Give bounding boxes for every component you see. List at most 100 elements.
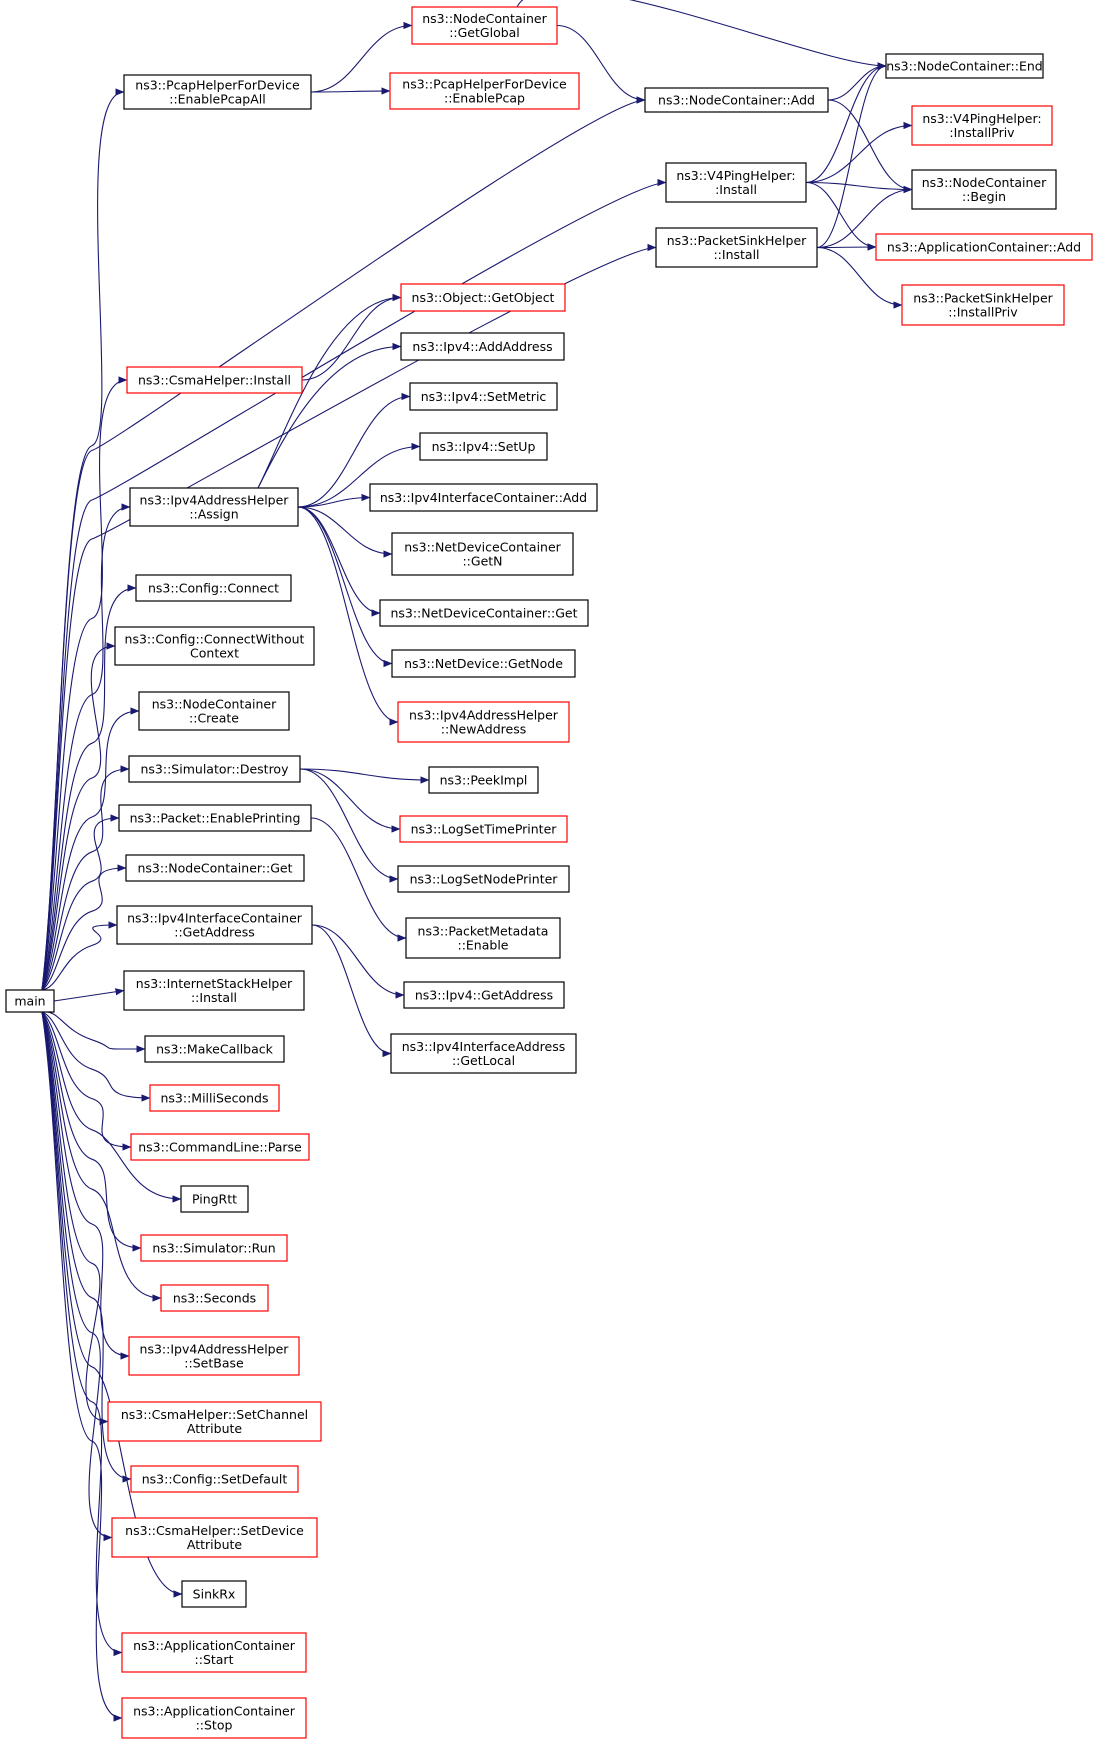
edge-main-to-v4pinginstall [41, 178, 667, 991]
node-box [160, 1284, 269, 1312]
node-newaddress[interactable]: ns3::Ipv4AddressHelper::NewAddress [397, 701, 570, 743]
node-setbase[interactable]: ns3::Ipv4AddressHelper::SetBase [128, 1336, 300, 1376]
edge-v4pinginstall-to-appadd [805, 181, 877, 251]
node-label: ns3::V4PingHelper: [922, 111, 1041, 126]
node-label: ns3::Ipv4InterfaceContainer [127, 911, 303, 926]
node-pcapall[interactable]: ns3::PcapHelperForDevice::EnablePcapAll [123, 74, 312, 110]
edge-main-to-milliseconds [41, 1011, 151, 1102]
node-label: ::Stop [196, 1718, 233, 1733]
node-getn[interactable]: ns3::NetDeviceContainer::GetN [391, 532, 574, 576]
node-box [403, 981, 565, 1009]
node-enablepcap[interactable]: ns3::PcapHelperForDevice::EnablePcap [389, 72, 580, 110]
node-setup[interactable]: ns3::Ipv4::SetUp [419, 432, 548, 461]
node-peekimpl[interactable]: ns3::PeekImpl [428, 766, 539, 794]
node-box [428, 766, 539, 794]
node-getglobal[interactable]: ns3::NodeContainer::GetGlobal [411, 6, 558, 45]
node-box [5, 989, 55, 1013]
node-box [114, 626, 315, 666]
node-pingrtt[interactable]: PingRtt [180, 1185, 249, 1213]
node-ncbegin[interactable]: ns3::NodeContainer::Begin [911, 169, 1057, 210]
node-ncend[interactable]: ns3::NodeContainer::End [885, 53, 1044, 79]
node-box [397, 701, 570, 743]
node-icadd[interactable]: ns3::Ipv4InterfaceContainer::Add [369, 483, 598, 512]
edge-main-to-connectwc [41, 642, 116, 991]
node-seconds[interactable]: ns3::Seconds [160, 1284, 269, 1312]
node-appstop[interactable]: ns3::ApplicationContainer::Stop [121, 1697, 307, 1739]
node-run[interactable]: ns3::Simulator::Run [140, 1234, 288, 1262]
node-box [655, 227, 818, 268]
node-label: ns3::NodeContainer::Add [658, 93, 815, 108]
node-label: ::SetBase [184, 1356, 244, 1371]
node-connect[interactable]: ns3::Config::Connect [135, 574, 292, 602]
node-makecallback[interactable]: ns3::MakeCallback [144, 1035, 285, 1063]
node-box [125, 854, 305, 882]
node-parse[interactable]: ns3::CommandLine::Parse [130, 1133, 310, 1161]
node-box [411, 6, 558, 45]
node-label: ns3::Ipv4AddressHelper [140, 493, 290, 508]
node-psinstall[interactable]: ns3::PacketSinkHelper::Install [655, 227, 818, 268]
node-ndcget[interactable]: ns3::NetDeviceContainer::Get [379, 599, 589, 627]
node-label: ns3::NodeContainer::End [886, 59, 1042, 74]
node-logtime[interactable]: ns3::LogSetTimePrinter [399, 815, 568, 843]
node-destroy[interactable]: ns3::Simulator::Destroy [128, 755, 301, 783]
node-main[interactable]: main [5, 989, 55, 1013]
node-nccreate[interactable]: ns3::NodeContainer::Create [138, 691, 290, 731]
node-milliseconds[interactable]: ns3::MilliSeconds [149, 1084, 280, 1112]
node-appadd[interactable]: ns3::ApplicationContainer::Add [875, 233, 1093, 261]
node-ncadd[interactable]: ns3::NodeContainer::Add [644, 87, 829, 113]
node-psinstallpriv[interactable]: ns3::PacketSinkHelper::InstallPriv [901, 284, 1065, 326]
node-label: ns3::ApplicationContainer [133, 1704, 296, 1719]
node-label: ns3::CsmaHelper::SetDevice [125, 1523, 304, 1538]
node-box [181, 1580, 247, 1608]
edge-main-to-setdeviceattr [41, 1011, 113, 1542]
node-label: ns3::Ipv4AddressHelper [140, 1342, 290, 1357]
node-label: Attribute [187, 1421, 243, 1436]
edge-main-to-appstart [41, 1011, 123, 1657]
node-sinkrx[interactable]: SinkRx [181, 1580, 247, 1608]
node-addaddress[interactable]: ns3::Ipv4::AddAddress [400, 332, 565, 361]
edge-destroy-to-logtime [299, 768, 401, 833]
node-label: ns3::Ipv4AddressHelper [409, 708, 559, 723]
node-box [107, 1401, 322, 1442]
node-box [138, 691, 290, 731]
node-label: ns3::NodeContainer [922, 175, 1047, 190]
node-appstart[interactable]: ns3::ApplicationContainer::Start [121, 1632, 307, 1673]
node-box [144, 1035, 285, 1063]
node-setdefault[interactable]: ns3::Config::SetDefault [130, 1465, 299, 1493]
node-v4pinginstall[interactable]: ns3::V4PingHelper::Install [665, 162, 807, 203]
node-v4installpriv[interactable]: ns3::V4PingHelper::InstallPriv [911, 105, 1053, 146]
edge-icgetaddress-to-ipv4getaddress [311, 924, 405, 999]
node-label: ns3::LogSetTimePrinter [411, 822, 558, 837]
node-ipv4getaddress[interactable]: ns3::Ipv4::GetAddress [403, 981, 565, 1009]
edge-assign-to-setup [297, 442, 421, 508]
node-csmainstall[interactable]: ns3::CsmaHelper::Install [126, 366, 303, 394]
node-label: ns3::PacketMetadata [418, 924, 549, 939]
node-label: ::GetAddress [174, 925, 254, 940]
node-pmenable[interactable]: ns3::PacketMetadata::Enable [405, 917, 561, 959]
node-label: ns3::Config::Connect [148, 581, 279, 596]
edge-main-to-destroy [41, 765, 130, 991]
node-getobject[interactable]: ns3::Object::GetObject [400, 283, 566, 312]
node-label: ns3::PacketSinkHelper [913, 291, 1053, 306]
node-ishinstall[interactable]: ns3::InternetStackHelper::Install [123, 970, 305, 1011]
node-label: ::NewAddress [441, 722, 526, 737]
node-getlocal[interactable]: ns3::Ipv4InterfaceAddress::GetLocal [390, 1033, 577, 1074]
node-box [397, 865, 570, 893]
node-label: ns3::CsmaHelper::Install [138, 373, 291, 388]
node-box [121, 1632, 307, 1673]
node-box [875, 233, 1093, 261]
node-box [123, 74, 312, 110]
node-assign[interactable]: ns3::Ipv4AddressHelper::Assign [129, 487, 299, 527]
node-box [379, 599, 589, 627]
node-label: ns3::ApplicationContainer [133, 1638, 296, 1653]
node-icgetaddress[interactable]: ns3::Ipv4InterfaceContainer::GetAddress [116, 905, 313, 945]
node-lognode[interactable]: ns3::LogSetNodePrinter [397, 865, 570, 893]
node-getnode[interactable]: ns3::NetDevice::GetNode [391, 649, 576, 678]
node-label: ns3::Simulator::Destroy [141, 762, 290, 777]
node-setmetric[interactable]: ns3::Ipv4::SetMetric [409, 382, 558, 411]
node-enableprinting[interactable]: ns3::Packet::EnablePrinting [118, 804, 312, 832]
node-ncget[interactable]: ns3::NodeContainer::Get [125, 854, 305, 882]
